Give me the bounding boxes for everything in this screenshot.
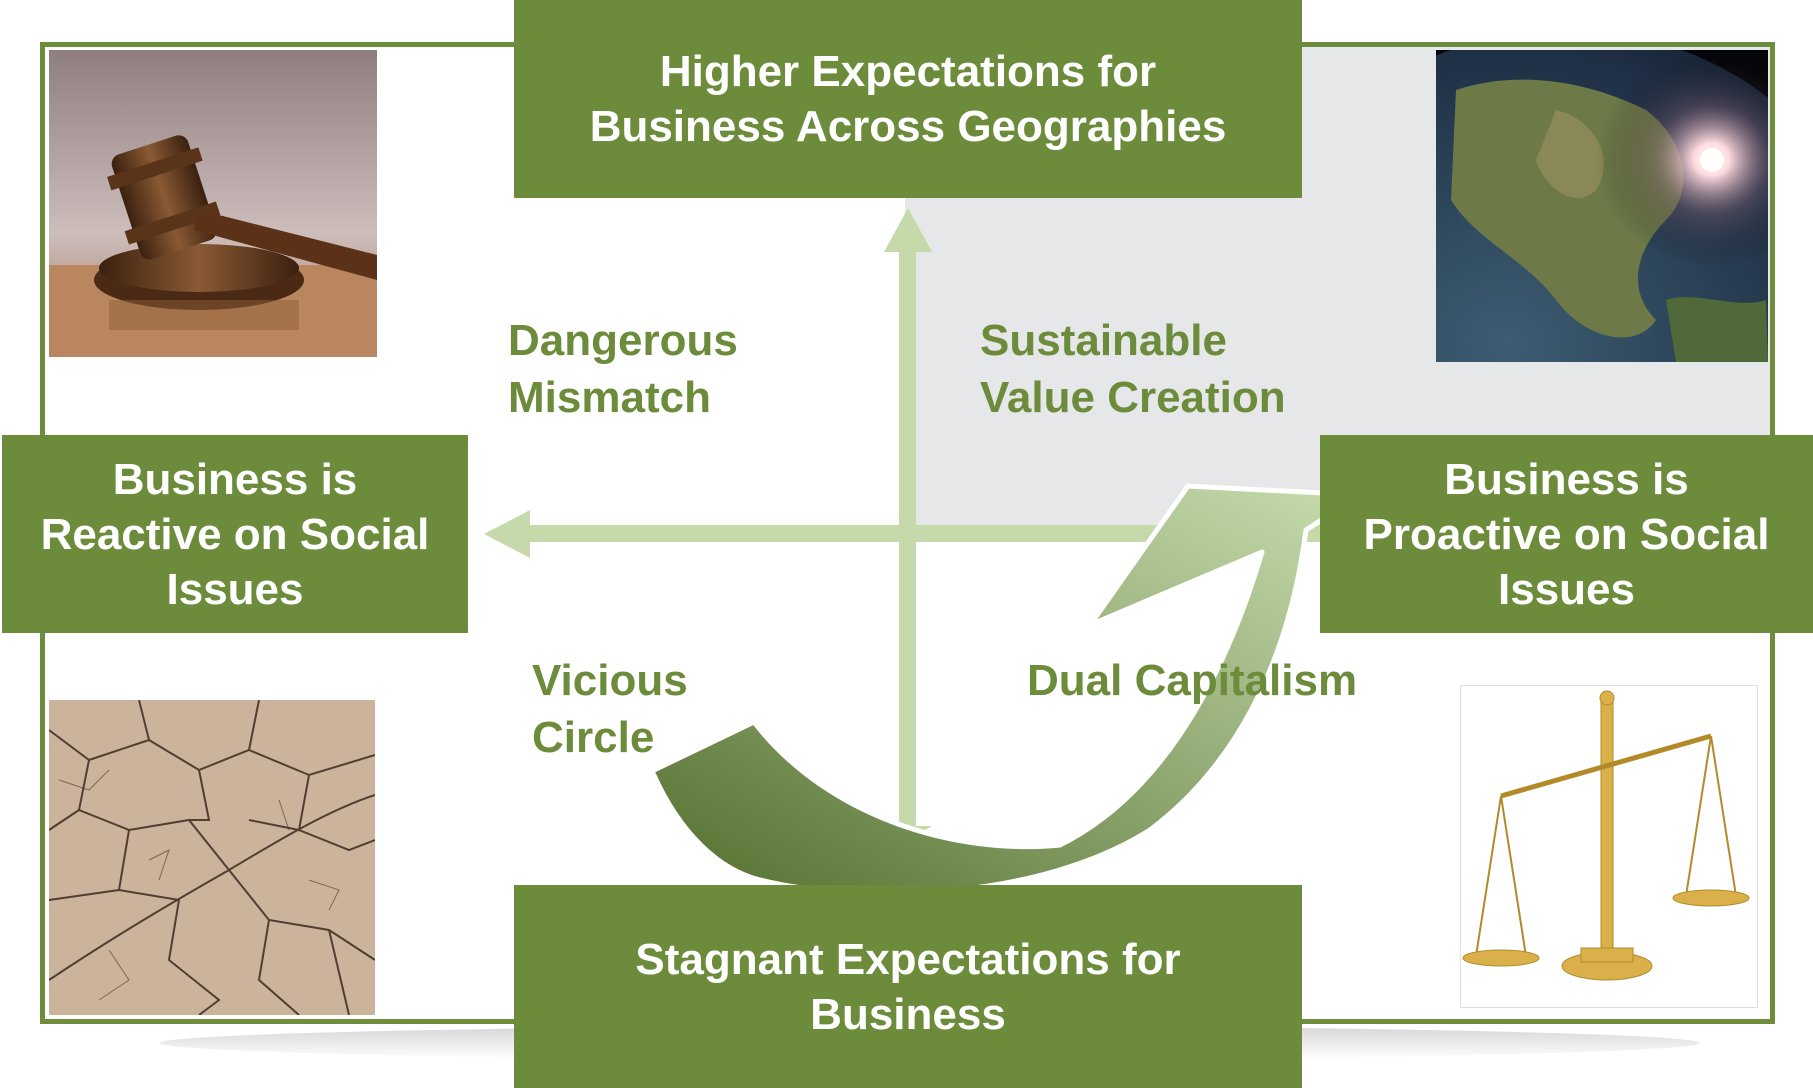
stagnant-expectations-box: Stagnant Expectations for Business [514, 885, 1302, 1088]
reactive-business-label: Business is Reactive on Social Issues [40, 454, 430, 614]
reactive-business-box: Business is Reactive on Social Issues [2, 435, 468, 633]
proactive-business-box: Business is Proactive on Social Issues [1320, 435, 1813, 633]
dual-capitalism-label: Dual Capitalism [1027, 656, 1358, 705]
higher-expectations-box: Higher Expectations for Business Across … [514, 0, 1302, 198]
sustainable-value-creation-label: Sustainable Value Creation [980, 316, 1286, 423]
vicious-circle-label: Vicious Circle [532, 656, 688, 763]
horizontal-axis-arrow [484, 510, 1323, 558]
balance-scale-photo [1460, 685, 1758, 1008]
dangerous-mismatch-label: Dangerous Mismatch [508, 316, 738, 423]
proactive-business-label: Business is Proactive on Social Issues [1363, 454, 1770, 614]
cracked-soil-photo [49, 700, 375, 1015]
gavel-photo [49, 50, 377, 357]
higher-expectations-label: Higher Expectations for Business Across … [589, 47, 1227, 151]
stagnant-expectations-label: Stagnant Expectations for Business [635, 934, 1181, 1039]
earth-photo [1436, 50, 1768, 362]
vertical-axis-arrow [884, 208, 932, 840]
